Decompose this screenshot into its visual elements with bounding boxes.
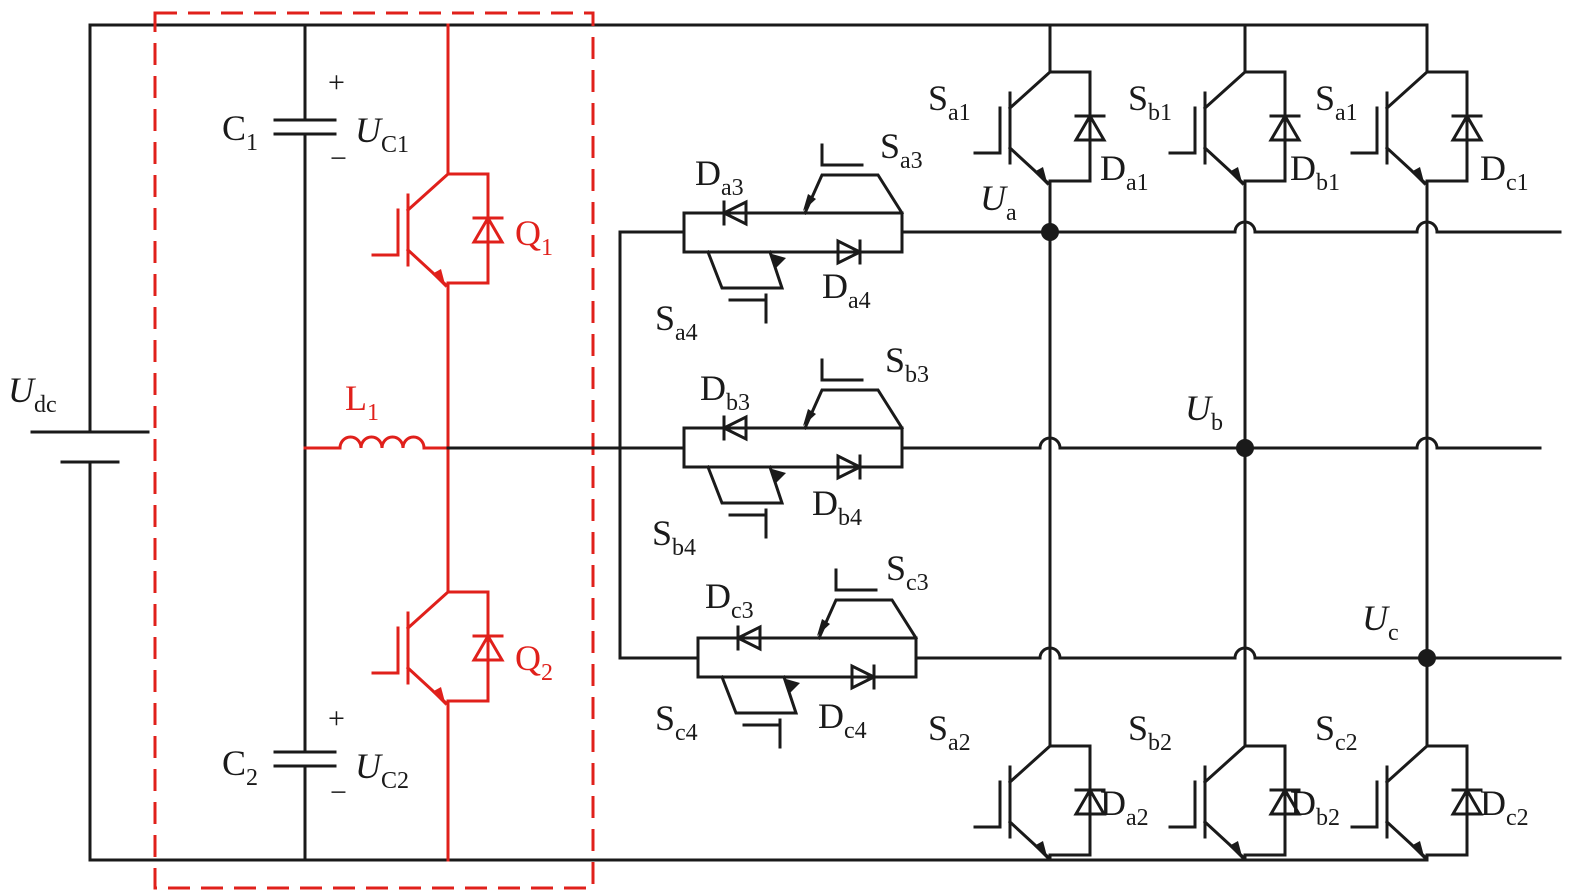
label-da3: Da3 xyxy=(695,153,744,201)
junction-ub xyxy=(1236,439,1254,457)
label-sc1: Sa1 xyxy=(1315,78,1358,126)
label-db3: Db3 xyxy=(700,368,750,416)
label-sb1: Sb1 xyxy=(1128,78,1172,126)
leg-b xyxy=(1168,23,1301,862)
label-sa4: Sa4 xyxy=(655,298,698,346)
igbt-q2 xyxy=(371,546,504,708)
inductor-l1 xyxy=(303,435,450,450)
label-da1: Da1 xyxy=(1100,148,1149,196)
label-c2: C2 xyxy=(222,743,258,791)
neutral-bus xyxy=(618,230,700,660)
label-da4: Da4 xyxy=(822,266,871,314)
balancer-dashed-box xyxy=(153,11,595,890)
label-sc2: Sc2 xyxy=(1315,708,1358,756)
label-ua: Ua xyxy=(980,178,1017,226)
label-db1: Db1 xyxy=(1290,148,1340,196)
label-sb3: Sb3 xyxy=(885,340,929,388)
label-l1: L1 xyxy=(345,378,379,426)
label-sa2: Sa2 xyxy=(928,708,971,756)
junction-ua xyxy=(1041,223,1059,241)
label-uc1: UC1 xyxy=(355,110,409,158)
junction-uc xyxy=(1418,649,1436,667)
leg-a xyxy=(973,23,1106,862)
capacitor-c1 xyxy=(273,23,337,450)
label-c2-plus: + xyxy=(328,702,345,735)
bidirectional-switch-b xyxy=(682,358,1542,539)
leg-c xyxy=(1350,23,1483,862)
label-sa3: Sa3 xyxy=(880,126,923,174)
bidirectional-switch-c xyxy=(696,568,1562,749)
label-dc4: Dc4 xyxy=(818,696,867,744)
label-c1: C1 xyxy=(222,108,258,156)
label-c1-minus: − xyxy=(330,142,347,175)
label-c2-minus: − xyxy=(330,776,347,809)
bidirectional-switch-a xyxy=(682,143,1042,324)
label-dc2: Dc2 xyxy=(1480,783,1529,831)
label-c1-plus: + xyxy=(328,66,345,99)
label-dc1: Dc1 xyxy=(1480,148,1529,196)
dc-source xyxy=(30,23,150,862)
wire-crossings xyxy=(1038,220,1439,670)
capacitor-c2 xyxy=(273,446,337,862)
label-uc: Uc xyxy=(1362,598,1399,646)
label-sb4: Sb4 xyxy=(652,513,696,561)
label-db4: Db4 xyxy=(812,483,862,531)
label-sb2: Sb2 xyxy=(1128,708,1172,756)
label-udc: Udc xyxy=(8,370,57,418)
label-q2: Q2 xyxy=(515,638,553,686)
label-q1: Q1 xyxy=(515,213,553,261)
label-sc3: Sc3 xyxy=(886,548,929,596)
label-da2: Da2 xyxy=(1100,783,1149,831)
label-sa1: Sa1 xyxy=(928,78,971,126)
label-uc2: UC2 xyxy=(355,746,409,794)
label-db2: Db2 xyxy=(1290,783,1340,831)
label-sc4: Sc4 xyxy=(655,698,698,746)
label-ub: Ub xyxy=(1185,388,1223,436)
label-dc3: Dc3 xyxy=(705,576,754,624)
